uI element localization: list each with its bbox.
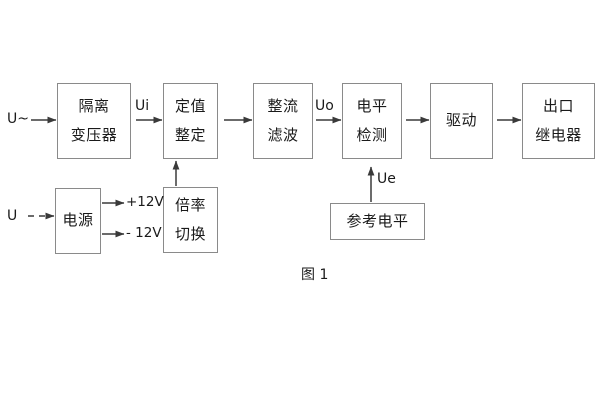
block-label-line: 隔离 <box>78 96 110 115</box>
label-signal-ui: Ui <box>135 98 150 114</box>
block-label-line: 出口 <box>542 96 574 115</box>
block-label-line: 整定 <box>174 125 206 144</box>
block-label-line: 变压器 <box>70 125 118 144</box>
label-signal-uo: Uo <box>315 98 334 114</box>
figure-caption: 图 1 <box>301 267 329 283</box>
block-label-line: 切换 <box>174 224 206 243</box>
block-label-line: 参考电平 <box>346 211 409 230</box>
block-label-line: 电平 <box>356 96 388 115</box>
block-label-line: 检测 <box>356 125 388 144</box>
label-rail-plus-12v: +12V <box>126 194 164 210</box>
block-label-line: 整流 <box>267 96 299 115</box>
block-multiplier-switch[interactable]: 倍率 切换 <box>163 187 218 253</box>
label-rail-minus-12v: - 12V <box>126 225 162 241</box>
block-setpoint-adjust[interactable]: 定值 整定 <box>163 83 218 159</box>
block-reference-level[interactable]: 参考电平 <box>330 203 425 240</box>
block-label-line: 电源 <box>62 211 94 230</box>
block-level-detection[interactable]: 电平 检测 <box>342 83 402 159</box>
block-rectify-filter[interactable]: 整流 滤波 <box>253 83 313 159</box>
block-drive[interactable]: 驱动 <box>430 83 493 159</box>
block-isolation-transformer[interactable]: 隔离 变压器 <box>57 83 131 159</box>
block-label-line: 驱动 <box>445 111 477 130</box>
block-label-line: 滤波 <box>267 125 299 144</box>
block-power-supply[interactable]: 电源 <box>55 188 101 254</box>
block-label-line: 继电器 <box>535 125 582 144</box>
block-label-line: 定值 <box>174 96 206 115</box>
label-signal-ue: Ue <box>377 171 396 187</box>
label-input-ac: U~ <box>7 111 29 127</box>
label-input-dc: U <box>7 208 18 224</box>
block-label-line: 倍率 <box>174 195 206 214</box>
block-output-relay[interactable]: 出口 继电器 <box>522 83 595 159</box>
